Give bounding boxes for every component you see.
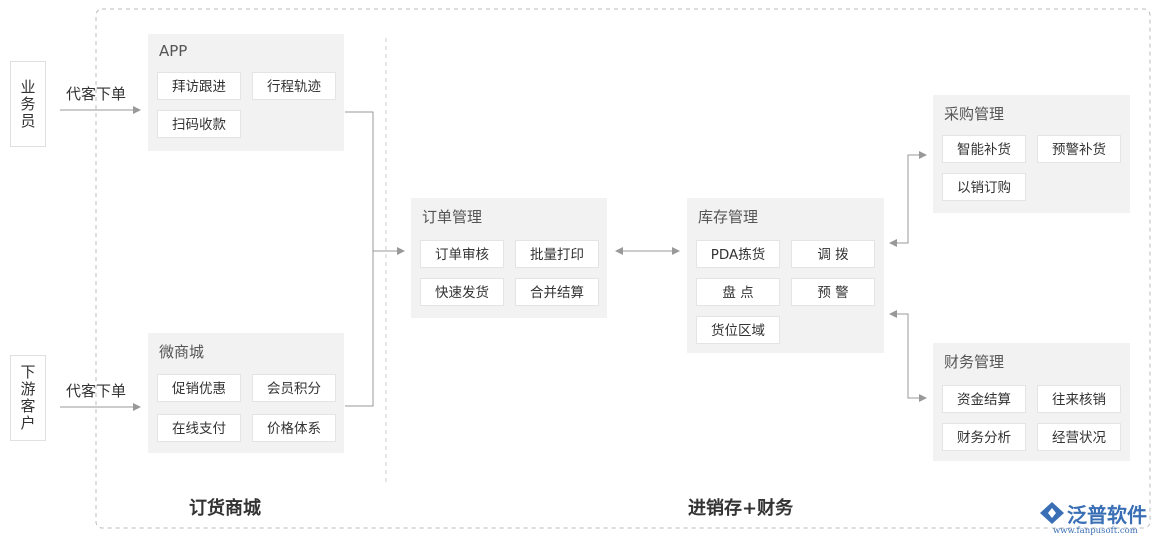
section-order-mall: 订货商城 [189, 498, 261, 519]
logo-mark-icon [1040, 502, 1064, 524]
customer-action-label: 代客下单 [66, 382, 127, 400]
chip-order-review: 订单审核 [420, 240, 504, 268]
actor-salesman: 业务员 [10, 61, 46, 147]
inventory-finance-arrow [889, 310, 927, 402]
panel-finance-title: 财务管理 [944, 353, 1005, 371]
panel-order: 订单管理 订单审核 批量打印 快速发货 合并结算 [411, 198, 607, 318]
panel-purchase-title: 采购管理 [944, 105, 1005, 123]
chip-stocktake: 盘 点 [696, 278, 780, 306]
panel-app-title: APP [159, 42, 188, 60]
panel-finance: 财务管理 资金结算 往来核销 财务分析 经营状况 [933, 343, 1130, 461]
chip-fund-settlement: 资金结算 [942, 385, 1026, 413]
panel-micro-mall-title: 微商城 [159, 343, 205, 361]
chip-alert: 预 警 [791, 278, 875, 306]
chip-sales-based-order: 以销订购 [942, 173, 1026, 201]
chip-promotion: 促销优惠 [157, 374, 241, 402]
actor-salesman-label: 业务员 [18, 78, 37, 130]
chip-visit-followup: 拜访跟进 [157, 72, 241, 100]
chip-scan-pay: 扫码收款 [157, 110, 241, 138]
panel-order-title: 订单管理 [422, 208, 483, 226]
logo-url: www.fanpusoft.com [1053, 526, 1138, 536]
inventory-purchase-arrow [889, 151, 927, 247]
brand-logo: 泛普软件 www.fanpusoft.com [1039, 500, 1161, 542]
actor-downstream-label: 下游客户 [18, 364, 37, 432]
logo-name: 泛普软件 [1067, 503, 1147, 527]
panel-micro-mall: 微商城 促销优惠 会员积分 在线支付 价格体系 [148, 333, 344, 453]
chip-price-system: 价格体系 [252, 414, 336, 442]
section-inventory-finance: 进销存+财务 [688, 498, 794, 519]
panel-inventory: 库存管理 PDA拣货 调 拨 盘 点 预 警 货位区域 [687, 198, 884, 353]
chip-trip-track: 行程轨迹 [252, 72, 336, 100]
chip-batch-print: 批量打印 [515, 240, 599, 268]
chip-financial-analysis: 财务分析 [942, 423, 1026, 451]
chip-alert-restock: 预警补货 [1037, 135, 1121, 163]
chip-pda-picking: PDA拣货 [696, 240, 780, 268]
chip-online-pay: 在线支付 [157, 414, 241, 442]
app-merge-line [345, 111, 374, 407]
outer-dashed-frame [95, 8, 1151, 529]
panel-purchase: 采购管理 智能补货 预警补货 以销订购 [933, 95, 1130, 213]
chip-account-writeoff: 往来核销 [1037, 385, 1121, 413]
panel-app: APP 拜访跟进 行程轨迹 扫码收款 [148, 34, 344, 151]
chip-merge-settle: 合并结算 [515, 278, 599, 306]
chip-location-area: 货位区域 [696, 316, 780, 344]
actor-downstream-customer: 下游客户 [10, 355, 46, 441]
chip-smart-restock: 智能补货 [942, 135, 1026, 163]
chip-business-status: 经营状况 [1037, 423, 1121, 451]
chip-quick-ship: 快速发货 [420, 278, 504, 306]
chip-transfer: 调 拨 [791, 240, 875, 268]
panel-inventory-title: 库存管理 [698, 208, 759, 226]
chip-member-points: 会员积分 [252, 374, 336, 402]
salesman-action-label: 代客下单 [66, 85, 127, 103]
